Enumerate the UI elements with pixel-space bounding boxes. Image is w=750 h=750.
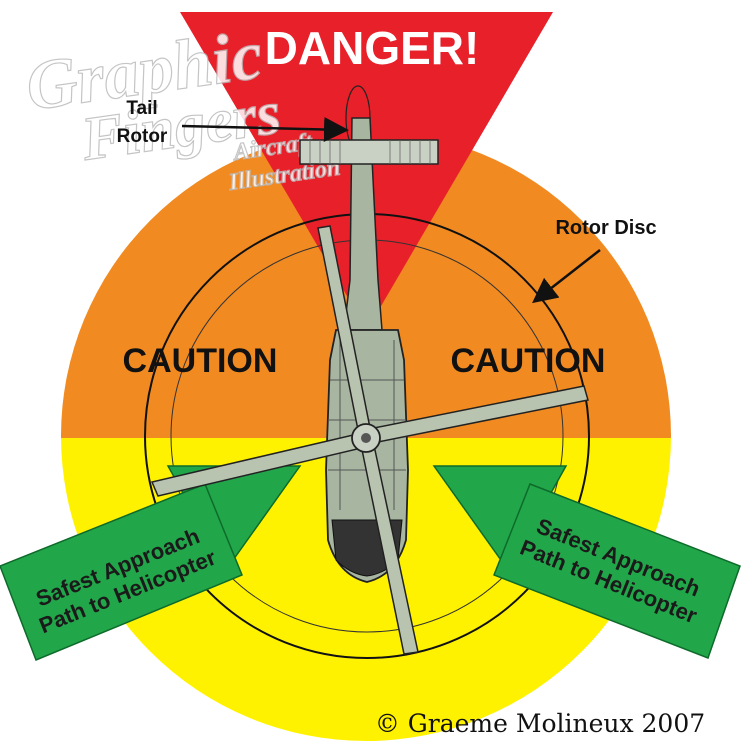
rotor-hub-center <box>361 433 371 443</box>
copyright-text: © Graeme Molineux 2007 <box>375 709 705 738</box>
horizontal-stabilizer <box>299 139 439 165</box>
approach-banner-left <box>0 483 243 661</box>
caution-label-left: CAUTION <box>123 342 278 380</box>
arrow-icon <box>532 249 601 304</box>
tail-rotor-label-line1: Tail <box>126 98 157 119</box>
arrow-icon <box>181 117 349 143</box>
caution-label-right: CAUTION <box>451 342 606 380</box>
approach-banner-right <box>493 483 741 659</box>
helicopter-topview-icon <box>150 85 589 655</box>
rotor-disc-label: Rotor Disc <box>555 217 656 239</box>
main-rotor-blades <box>150 225 589 655</box>
danger-label: DANGER! <box>265 22 480 74</box>
approach-path-right: Safest Approach Path to Helicopter <box>432 465 741 659</box>
tail-rotor-label-line2: Rotor <box>117 126 168 147</box>
